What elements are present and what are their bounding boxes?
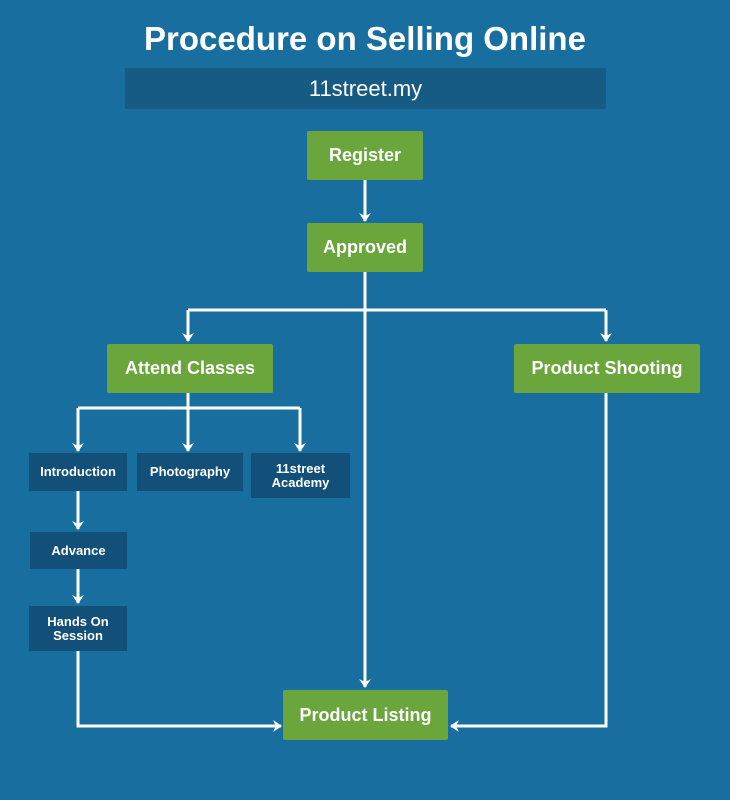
register-step: Register	[307, 131, 423, 180]
hands-on-session-class: Hands On Session	[29, 606, 127, 651]
product-listing-step: Product Listing	[283, 690, 448, 740]
connector-shooting-listing	[450, 393, 608, 732]
advance-class: Advance	[30, 532, 127, 569]
attend-classes-step: Attend Classes	[107, 344, 273, 393]
page-title: Procedure on Selling Online	[144, 20, 586, 57]
product-shooting-step: Product Shooting	[514, 344, 700, 393]
connector-handson-listing	[76, 651, 282, 732]
introduction-class: Introduction	[29, 453, 127, 491]
approved-step: Approved	[307, 223, 423, 272]
photography-class: Photography	[137, 453, 243, 491]
academy-class: 11street Academy	[251, 453, 350, 498]
subtitle-bar: 11street.my	[125, 68, 606, 109]
subtitle-text: 11street.my	[308, 75, 423, 101]
